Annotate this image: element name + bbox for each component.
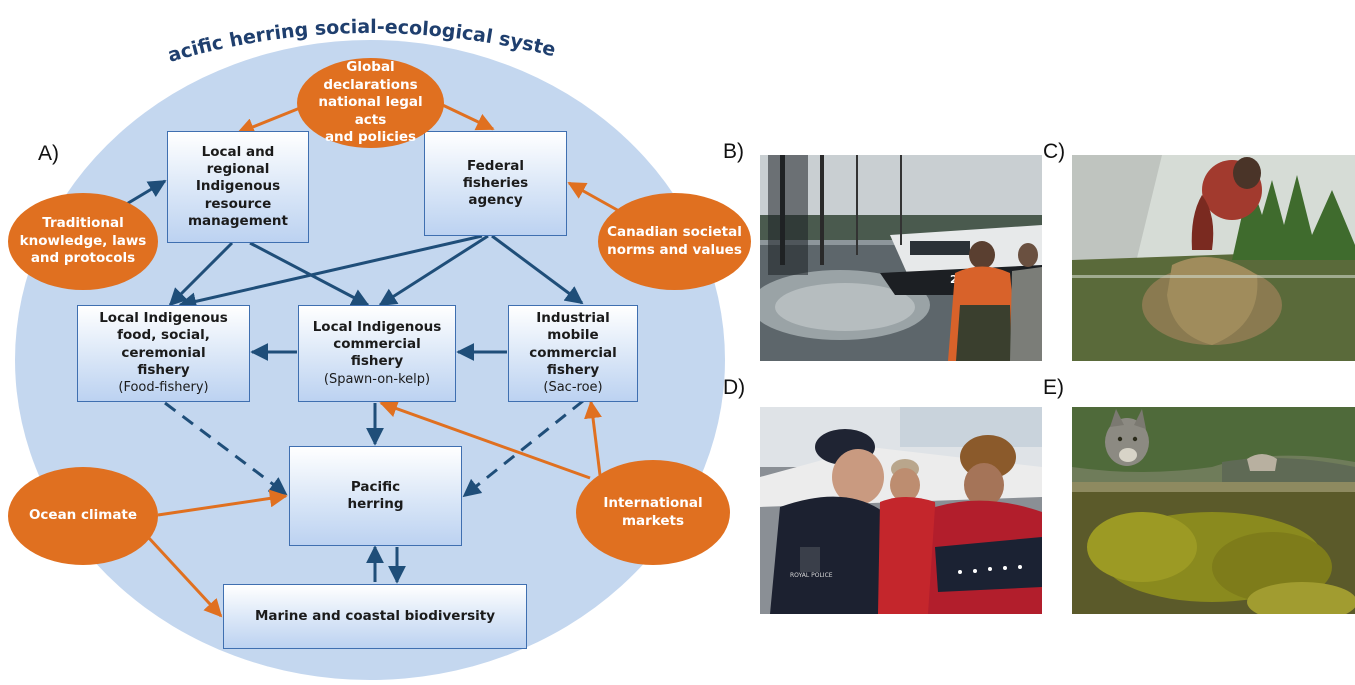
- box-line: Local Indigenous: [99, 310, 228, 327]
- box-line: Industrial mobile: [536, 310, 610, 344]
- arrow-global-to-local: [236, 106, 301, 136]
- police-badge-text: ROYAL POLICE: [790, 572, 833, 579]
- arrow-federal-to-industrial: [491, 234, 584, 305]
- arrow-food-to-herring: [164, 401, 288, 496]
- biodiversity-box: Marine and coastal biodiversity: [223, 584, 527, 649]
- panel-label-d: D): [723, 376, 746, 399]
- box-line: food, social, ceremonial: [117, 327, 210, 361]
- panel-label-c: C): [1043, 140, 1066, 163]
- arrow-climate-to-herring: [157, 489, 288, 517]
- pacific-herring-box: Pacific herring: [289, 446, 462, 546]
- arrow-climate-to-biodiversity: [146, 535, 223, 618]
- global-declarations-driver: Global declarations national legal acts …: [297, 58, 444, 148]
- box-line: commercial: [333, 336, 421, 353]
- panel-label-e: E): [1043, 376, 1064, 399]
- local-resource-management-box: Local and regional Indigenous resource m…: [167, 131, 309, 243]
- box-line: Local Indigenous: [312, 318, 442, 335]
- box-line: Marine and coastal biodiversity: [254, 607, 496, 624]
- arrow-federal-to-commercial: [378, 234, 489, 307]
- box-line: management: [187, 212, 288, 229]
- canadian-norms-driver: Canadian societal norms and values: [598, 193, 751, 290]
- driver-line: Canadian societal: [607, 223, 742, 240]
- driver-line: national legal acts: [318, 94, 423, 128]
- arrow-markets-to-commercial: [379, 400, 591, 480]
- photo-e-wolf-and-kelp: [1072, 407, 1355, 614]
- driver-line: and protocols: [30, 250, 136, 267]
- ocean-climate-driver: Ocean climate: [8, 467, 158, 565]
- commercial-fishery-box: Local Indigenous commercial fishery (Spa…: [298, 305, 456, 402]
- photo-c-spawn-on-kelp-harvest: [1072, 155, 1355, 361]
- panel-label-a: A): [38, 142, 59, 165]
- box-subtitle: (Spawn-on-kelp): [323, 371, 431, 387]
- driver-line: Ocean climate: [28, 507, 138, 524]
- box-line: Pacific: [350, 478, 401, 495]
- international-markets-driver: International markets: [576, 460, 730, 565]
- box-subtitle: (Food-fishery): [118, 380, 209, 396]
- driver-line: norms and values: [607, 241, 742, 258]
- box-line: fisheries: [462, 174, 529, 191]
- driver-line: Traditional: [42, 215, 124, 232]
- food-fishery-box: Local Indigenous food, social, ceremonia…: [77, 305, 250, 402]
- box-line: fishery: [137, 361, 190, 378]
- box-line: herring: [347, 496, 404, 512]
- driver-line: International: [603, 494, 703, 511]
- photo-b-herring-seine-vessel: 21490: [760, 155, 1042, 361]
- box-line: fishery: [350, 353, 404, 370]
- industrial-fishery-box: Industrial mobile commercial fishery (Sa…: [508, 305, 638, 402]
- driver-line: knowledge, laws: [19, 232, 147, 249]
- arrow-industrial-to-herring: [462, 399, 584, 498]
- box-line: agency: [468, 192, 523, 209]
- driver-line: markets: [621, 512, 685, 529]
- photo-d-community-meeting: ROYAL POLICE: [760, 407, 1042, 614]
- box-line: resource: [204, 195, 272, 212]
- box-line: commercial: [529, 344, 617, 361]
- panel-label-b: B): [723, 140, 744, 163]
- box-line: Indigenous: [195, 178, 281, 195]
- arrow-federal-to-food: [178, 234, 483, 311]
- governance-arrows: [119, 179, 584, 584]
- driver-line: Global declarations: [323, 59, 418, 93]
- federal-fisheries-agency-box: Federal fisheries agency: [424, 131, 567, 236]
- traditional-knowledge-driver: Traditional knowledge, laws and protocol…: [8, 193, 158, 290]
- box-subtitle: (Sac-roe): [543, 380, 603, 396]
- box-line: fishery: [546, 361, 600, 378]
- box-line: regional: [206, 161, 270, 178]
- box-line: Federal: [466, 157, 525, 174]
- arrow-markets-to-industrial: [584, 400, 602, 476]
- box-line: Local and: [201, 143, 275, 160]
- driver-line: and policies: [324, 129, 417, 146]
